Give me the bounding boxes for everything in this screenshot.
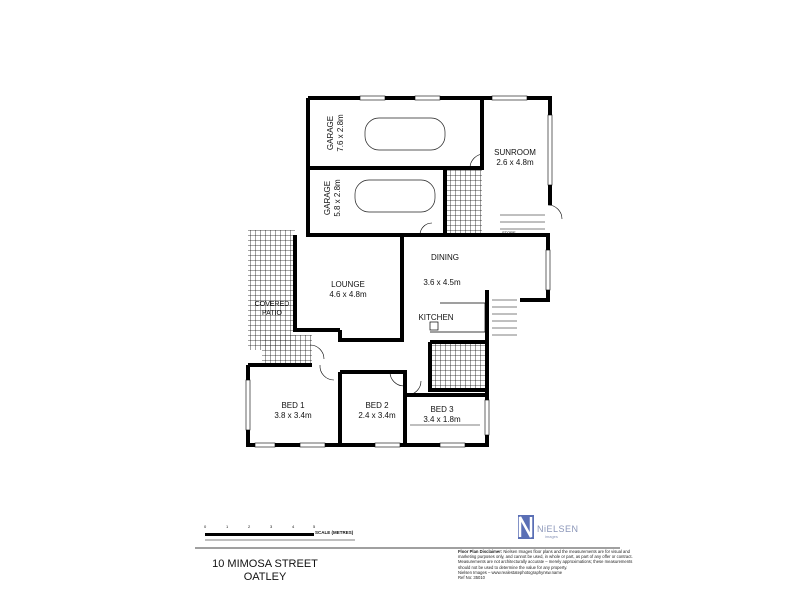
kitchen-bench <box>429 302 486 333</box>
svg-text:GARAGE7.6 x 2.8m: GARAGE7.6 x 2.8m <box>326 114 345 152</box>
brand-sub: images <box>545 534 558 539</box>
svg-text:3.6 x 4.5m: 3.6 x 4.5m <box>423 278 461 287</box>
svg-text:4.6 x 4.8m: 4.6 x 4.8m <box>329 290 367 299</box>
disclaimer: Floor Plan Disclaimer: Nielsen Images fl… <box>458 549 633 581</box>
svg-text:2.4 x 3.4m: 2.4 x 3.4m <box>358 411 396 420</box>
room-labels: GARAGE7.6 x 2.8m GARAGE5.8 x 2.8m SUNROO… <box>255 114 537 424</box>
garage-1-label: GARAGE <box>326 116 335 150</box>
bed-1-label: BED 1 <box>281 401 305 410</box>
laundry-tiles <box>446 170 482 233</box>
windows <box>245 95 553 448</box>
nielsen-logo <box>518 515 534 539</box>
bed-2-label: BED 2 <box>365 401 389 410</box>
svg-text:3.4 x 1.8m: 3.4 x 1.8m <box>423 415 461 424</box>
svg-text:3: 3 <box>270 524 273 529</box>
kitchen-label: KITCHEN <box>418 313 453 322</box>
covered-patio-tiles <box>248 230 295 350</box>
covered-patio-label: COVERED <box>255 301 290 308</box>
lounge-label: LOUNGE <box>331 280 365 289</box>
svg-text:5: 5 <box>313 524 316 529</box>
svg-text:GARAGE5.8 x 2.8m: GARAGE5.8 x 2.8m <box>323 179 342 217</box>
dining-label: DINING <box>431 253 459 262</box>
scale-bar: 0 1 2 3 4 5 <box>195 524 620 549</box>
garage-2-label: GARAGE <box>323 181 332 215</box>
address-line-2: OATLEY <box>243 571 287 583</box>
walls <box>246 96 552 447</box>
bathroom-tiles <box>432 342 485 390</box>
stairs <box>492 214 545 336</box>
svg-text:4: 4 <box>292 524 295 529</box>
store-label: STORE <box>502 230 516 235</box>
svg-text:2: 2 <box>248 524 251 529</box>
svg-text:PATIO: PATIO <box>262 310 283 317</box>
patio-tiles-lower <box>262 335 312 365</box>
address-line-1: 10 MIMOSA STREET <box>212 558 318 570</box>
svg-text:0: 0 <box>204 524 207 529</box>
doors <box>309 153 563 426</box>
svg-text:2.6 x 4.8m: 2.6 x 4.8m <box>496 158 534 167</box>
brand-name: NiELSEN <box>537 524 579 534</box>
svg-text:1: 1 <box>226 524 229 529</box>
scale-label: SCALE (METRES) <box>315 530 354 535</box>
car-icon <box>354 117 446 213</box>
bed-3-label: BED 3 <box>430 405 454 414</box>
sunroom-label: SUNROOM <box>494 148 536 157</box>
svg-text:3.8 x 3.4m: 3.8 x 3.4m <box>274 411 312 420</box>
